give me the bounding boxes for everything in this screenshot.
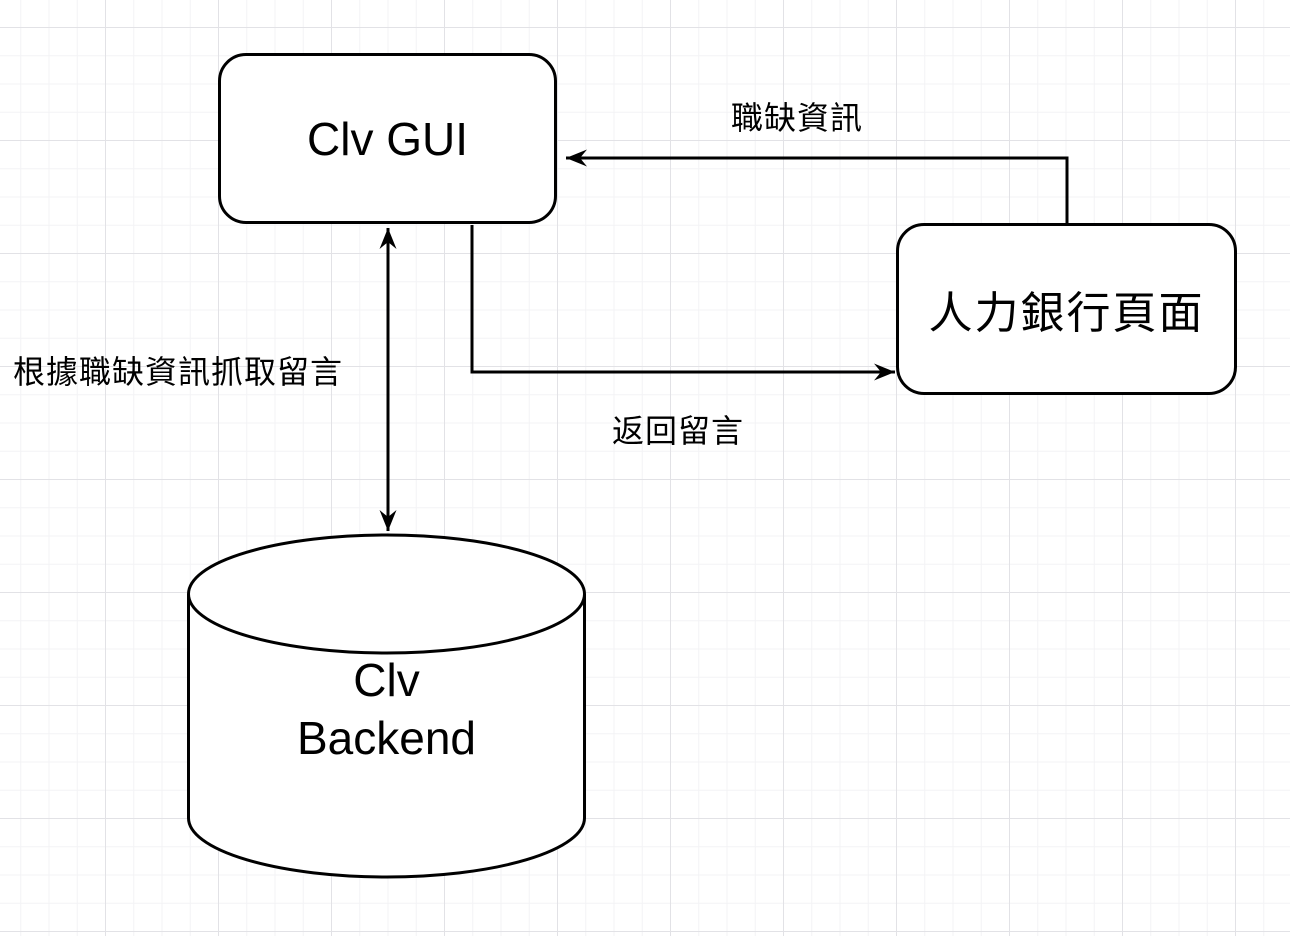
edge-label-job-info: 職缺資訊 bbox=[730, 100, 863, 136]
edge-label-return-comments: 返回留言 bbox=[611, 413, 744, 449]
node-job-bank-page[interactable]: 人力銀行頁面 bbox=[896, 223, 1237, 395]
edge-return-comments-arrow[interactable] bbox=[470, 225, 895, 381]
edge-job-info-arrow[interactable] bbox=[566, 149, 1069, 223]
node-clv-gui[interactable]: Clv GUI bbox=[218, 53, 557, 224]
node-job-bank-page-label: 人力銀行頁面 bbox=[928, 289, 1205, 338]
node-clv-backend-label: Clv Backend bbox=[296, 654, 476, 764]
database-cylinder-icon bbox=[187, 533, 586, 879]
edge-label-fetch-comments: 根據職缺資訊抓取留言 bbox=[13, 354, 344, 390]
node-clv-gui-label: Clv GUI bbox=[307, 112, 468, 165]
node-clv-backend[interactable]: Clv Backend bbox=[187, 533, 586, 880]
